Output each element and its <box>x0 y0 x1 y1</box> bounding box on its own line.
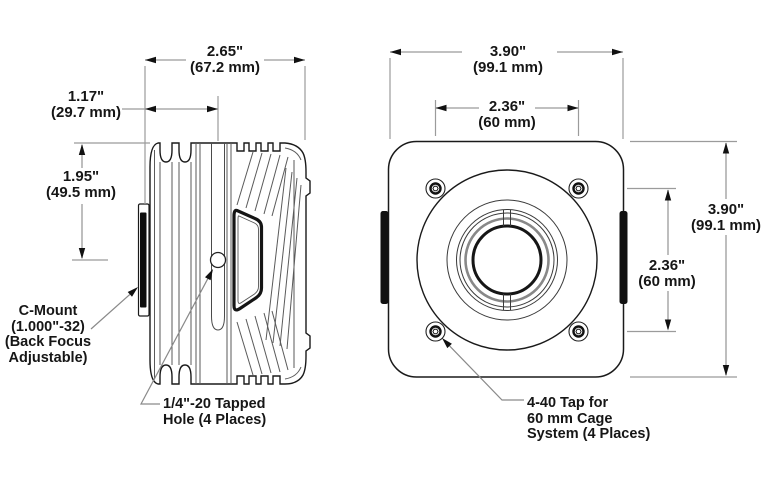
cmount-flange-dark <box>140 212 147 308</box>
front-left-edge-strip <box>380 211 389 304</box>
dim-cage-horizontal-in: 2.36" <box>488 98 526 115</box>
tapped-hole-label-line1: 1/4"-20 Tapped <box>163 396 266 412</box>
cage-tap-label-line1: 4-40 Tap for <box>527 395 609 411</box>
dim-side-width-mm: (67.2 mm) <box>189 59 261 76</box>
cmount-bore <box>471 224 543 296</box>
dim-side-offset-in: 1.17" <box>67 88 105 105</box>
side-connector-port <box>232 208 264 312</box>
side-fins-diagonal-right <box>265 167 302 350</box>
dim-front-width: 3.90" (99.1 mm) <box>473 44 543 76</box>
dim-cage-horizontal: 2.36" (60 mm) <box>478 99 536 131</box>
dim-cage-vertical: 2.36" (60 mm) <box>638 258 696 290</box>
side-corner-arcs <box>284 147 302 380</box>
front-view-drawing <box>380 140 628 378</box>
mount-ring-mid2 <box>459 212 555 308</box>
dim-side-height-in: 1.95" <box>62 168 100 185</box>
tapped-hole <box>209 251 227 269</box>
side-fins-diagonal-upper <box>236 151 289 217</box>
cage-tap-label: 4-40 Tap for 60 mm Cage System (4 Places… <box>527 395 651 443</box>
cmount-thread-ring <box>464 217 550 303</box>
cmount-label-line1: C-Mount <box>18 303 78 319</box>
extension-lines <box>72 58 737 378</box>
cage-tap-hole-bottom-right <box>568 321 589 342</box>
cage-tap-hole-top-right <box>568 178 589 199</box>
dimension-arrowheads <box>78 48 730 376</box>
side-view-drawing <box>137 142 311 385</box>
cage-tap-hole-bottom-left <box>425 321 446 342</box>
cage-tap-hole-top-left <box>425 178 446 199</box>
leader-arrowheads <box>127 269 452 349</box>
dim-front-width-mm: (99.1 mm) <box>472 59 544 76</box>
tapped-hole-leader <box>140 278 209 405</box>
front-right-edge-strip <box>619 211 628 304</box>
tapped-hole-label: 1/4"-20 Tapped Hole (4 Places) <box>163 396 267 428</box>
cmount-label: C-Mount (1.000"-32) (Back Focus Adjustab… <box>4 303 92 366</box>
cmount-label-line4: Adjustable) <box>8 349 88 366</box>
dim-side-height-mm: (49.5 mm) <box>45 184 117 201</box>
cage-tap-leader <box>449 345 524 401</box>
tapped-hole-label-line2: Hole (4 Places) <box>163 411 267 428</box>
cmount-leader <box>90 293 131 330</box>
leader-lines <box>90 278 524 405</box>
dim-front-height-in: 3.90" <box>707 201 745 218</box>
front-boss-circle <box>416 169 598 351</box>
dim-side-height: 1.95" (49.5 mm) <box>46 169 116 201</box>
side-fins-diagonal-lower <box>236 310 289 376</box>
retainer-slots <box>503 210 511 310</box>
camera-side-body <box>149 142 311 385</box>
side-connector-port-inner <box>237 215 259 304</box>
mount-ring-outer <box>446 199 568 321</box>
dim-front-height-mm: (99.1 mm) <box>690 217 762 234</box>
dim-cage-vertical-in: 2.36" <box>648 257 686 274</box>
dim-side-width-in: 2.65" <box>206 43 244 60</box>
dim-cage-vertical-mm: (60 mm) <box>638 273 696 290</box>
cage-tap-label-line2: 60 mm Cage <box>527 410 613 427</box>
dim-side-offset-mm: (29.7 mm) <box>50 104 122 121</box>
dim-side-offset: 1.17" (29.7 mm) <box>51 89 121 121</box>
dim-front-width-in: 3.90" <box>489 43 527 60</box>
side-center-groove <box>211 143 225 331</box>
mount-ring-mid1 <box>456 209 558 311</box>
side-fins-vertical <box>154 143 295 384</box>
dim-front-height: 3.90" (99.1 mm) <box>691 202 761 234</box>
cmount-label-line3: (Back Focus <box>4 334 92 350</box>
dim-cage-horizontal-mm: (60 mm) <box>478 114 536 131</box>
cage-tap-label-line3: System (4 Places) <box>527 426 651 442</box>
dim-side-width: 2.65" (67.2 mm) <box>190 44 260 76</box>
cmount-label-line2: (1.000"-32) <box>11 318 85 335</box>
